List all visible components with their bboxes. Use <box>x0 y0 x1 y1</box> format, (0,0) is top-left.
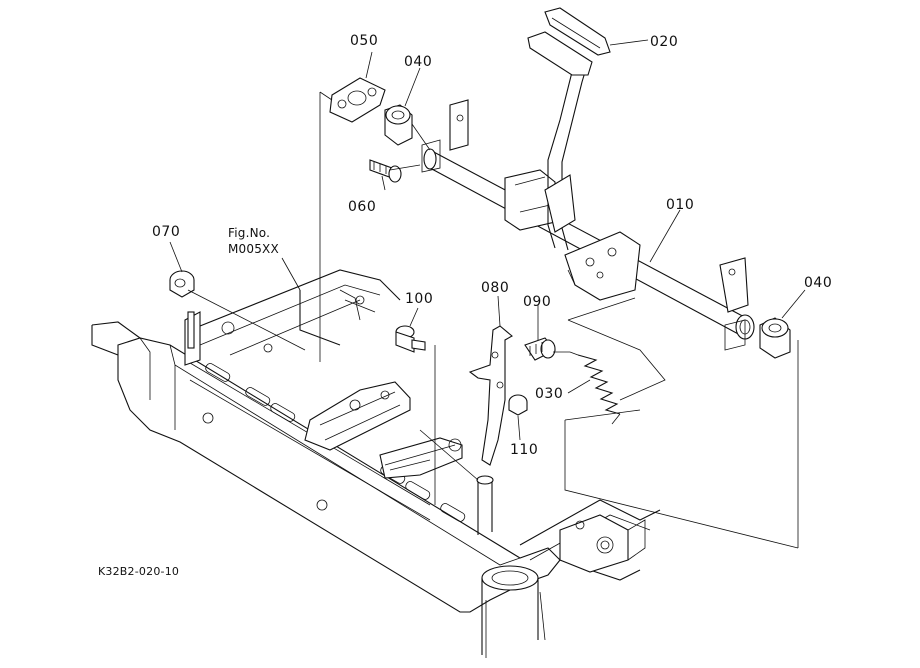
label-part-050: 050 <box>350 33 379 49</box>
part-050-plate <box>329 77 386 123</box>
part-080-lever <box>468 325 513 466</box>
part-110-nut <box>508 394 528 416</box>
label-part-010: 010 <box>666 197 695 213</box>
label-part-090: 090 <box>523 294 552 310</box>
label-part-030: 030 <box>535 386 564 402</box>
pedal-shaft <box>421 99 755 351</box>
label-part-060: 060 <box>348 199 377 215</box>
part-040-bushing-right <box>759 317 791 359</box>
assembly-lines <box>169 39 806 549</box>
label-part-020: 020 <box>650 34 679 50</box>
fig-ref-line1: Fig.No. <box>228 226 271 240</box>
drawing-code: K32B2-020-10 <box>98 565 180 578</box>
label-part-070: 070 <box>152 224 181 240</box>
part-100-pin <box>395 325 426 353</box>
part-090-collar <box>524 337 556 361</box>
label-part-100: 100 <box>405 291 434 307</box>
label-part-040-top: 040 <box>404 54 433 70</box>
part-060-bolt <box>369 159 402 183</box>
label-part-040-right: 040 <box>804 275 833 291</box>
part-030-spring <box>569 351 621 425</box>
label-part-080: 080 <box>481 280 510 296</box>
part-040-bushing-top <box>384 104 413 146</box>
frame-chassis <box>91 269 661 658</box>
part-070-nut <box>169 270 195 298</box>
fig-ref-line2: M005XX <box>228 242 279 256</box>
label-part-110: 110 <box>510 442 539 458</box>
pedal-arm <box>527 7 611 251</box>
